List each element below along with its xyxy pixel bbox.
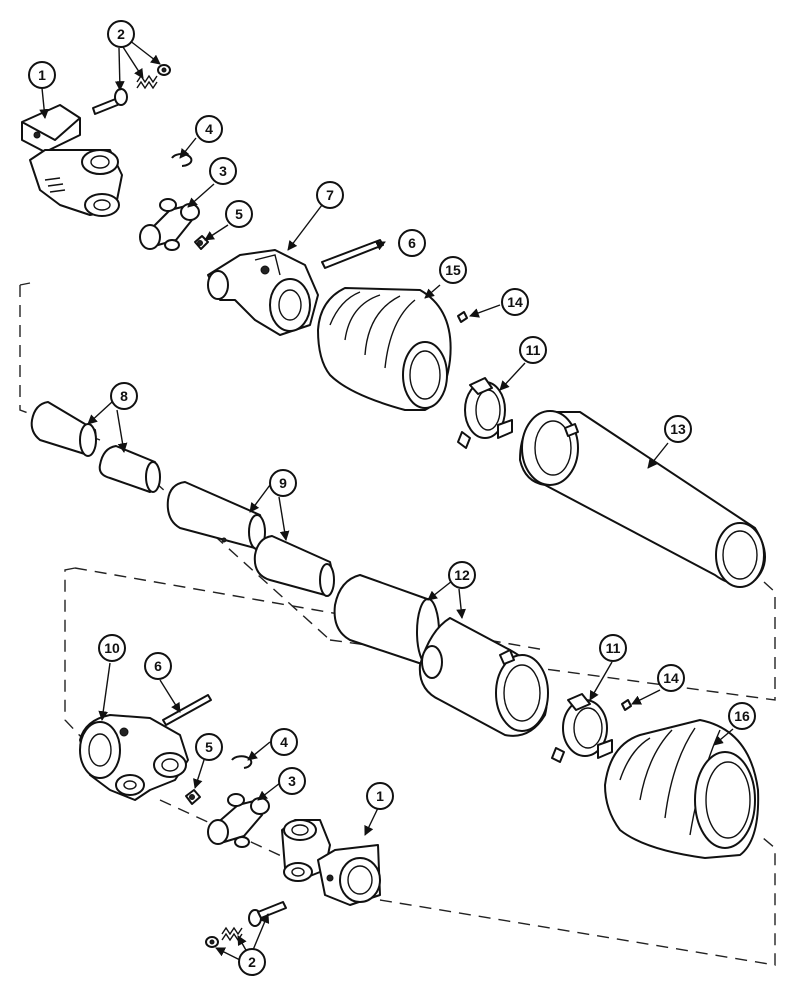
part-15-bellows-upper [317,287,452,411]
part-13-outer-guard-tube [519,410,766,588]
part-3-cross-journal-upper [139,198,200,251]
callout-3-lower: 3 [278,767,306,795]
callout-label: 9 [279,475,287,491]
callout-2-lower: 2 [238,948,266,976]
part-6-pin-upper [321,239,384,269]
callout-14-upper: 14 [501,288,529,316]
callout-label: 11 [526,342,541,358]
callout-15: 15 [439,256,467,284]
callout-4-lower: 4 [270,728,298,756]
part-2-bolt-spring-nut-upper [92,64,171,115]
leader-lines [39,39,734,961]
callout-label: 1 [376,788,384,804]
callout-2-upper: 2 [107,20,135,48]
callout-label: 6 [408,235,416,251]
part-3-cross-journal-lower [207,793,270,848]
callout-9: 9 [269,469,297,497]
callout-7: 7 [316,181,344,209]
callout-label: 4 [280,734,288,750]
callout-label: 13 [670,421,686,437]
callout-8: 8 [110,382,138,410]
callout-14-lower: 14 [657,664,685,692]
part-7-inner-yoke [207,249,319,336]
part-4-circlip-lower [231,755,253,769]
part-14-screw-lower [621,699,632,711]
part-16-bellows-lower [604,719,760,859]
callout-label: 4 [205,121,213,137]
callout-5-lower: 5 [195,733,223,761]
callout-1-lower: 1 [366,782,394,810]
callout-10: 10 [98,634,126,662]
callout-label: 11 [606,640,621,656]
callout-label: 14 [663,670,679,686]
callout-11-lower: 11 [599,634,627,662]
callout-label: 16 [734,708,750,724]
part-1-yoke-lower [281,819,381,906]
callout-label: 1 [38,67,46,83]
callout-label: 10 [104,640,120,656]
callout-label: 12 [454,567,470,583]
callout-label: 2 [117,26,125,42]
callout-label: 3 [219,163,227,179]
callout-11-upper: 11 [519,336,547,364]
callout-label: 8 [120,388,128,404]
callout-label: 2 [248,954,256,970]
callout-label: 6 [154,658,162,674]
callout-5-upper: 5 [225,200,253,228]
callout-6-lower: 6 [144,652,172,680]
callout-13: 13 [664,415,692,443]
callout-6-upper: 6 [398,229,426,257]
part-1-yoke-upper [21,104,123,217]
part-11-retaining-ring-upper [457,377,513,449]
callout-label: 5 [235,206,243,222]
part-8-inner-tube-upper [30,401,161,493]
part-5-grease-nipple-lower [185,789,201,805]
part-12-inner-guard-tube [333,574,549,737]
part-10-inner-yoke-lower [79,714,189,801]
callout-label: 7 [326,187,334,203]
part-6-pin-lower [162,694,212,726]
callout-label: 14 [507,294,523,310]
part-5-grease-nipple-upper [194,235,209,250]
callout-12: 12 [448,561,476,589]
callout-4-upper: 4 [195,115,223,143]
part-14-screw-upper [457,311,468,323]
part-9-inner-tube-middle [166,481,335,597]
callout-label: 15 [445,262,461,278]
part-11-retaining-ring-lower [551,693,613,763]
callout-1-upper: 1 [28,61,56,89]
callout-3-upper: 3 [209,157,237,185]
callout-label: 3 [288,773,296,789]
callout-16: 16 [728,702,756,730]
callout-label: 5 [205,739,213,755]
part-2-bolt-spring-nut-lower [205,901,287,948]
